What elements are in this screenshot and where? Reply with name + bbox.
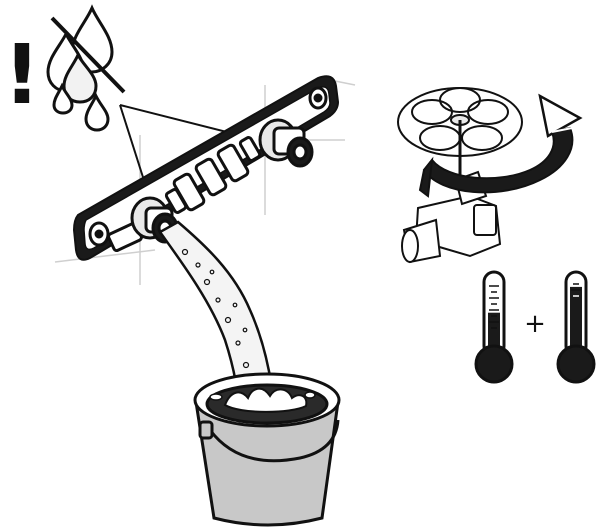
crossed-water-drop-icon [46, 4, 126, 104]
exclamation-icon: ! [3, 28, 40, 123]
cold-thermometer-icon [474, 270, 514, 384]
radiator-valve-bar [72, 75, 340, 261]
cold-ticks [489, 285, 499, 329]
manifold-slots [164, 136, 262, 214]
bucket-icon [193, 372, 341, 527]
mounting-holes [88, 86, 328, 247]
hot-thermometer-icon [556, 270, 596, 384]
hand-wheel-valve-icon [397, 87, 523, 264]
turn-arrow-icon [418, 93, 583, 198]
hot-ticks [571, 283, 581, 297]
right-valve-fitting [258, 118, 314, 168]
plus-sign: + [524, 309, 546, 339]
water-drop-icon [52, 82, 110, 132]
